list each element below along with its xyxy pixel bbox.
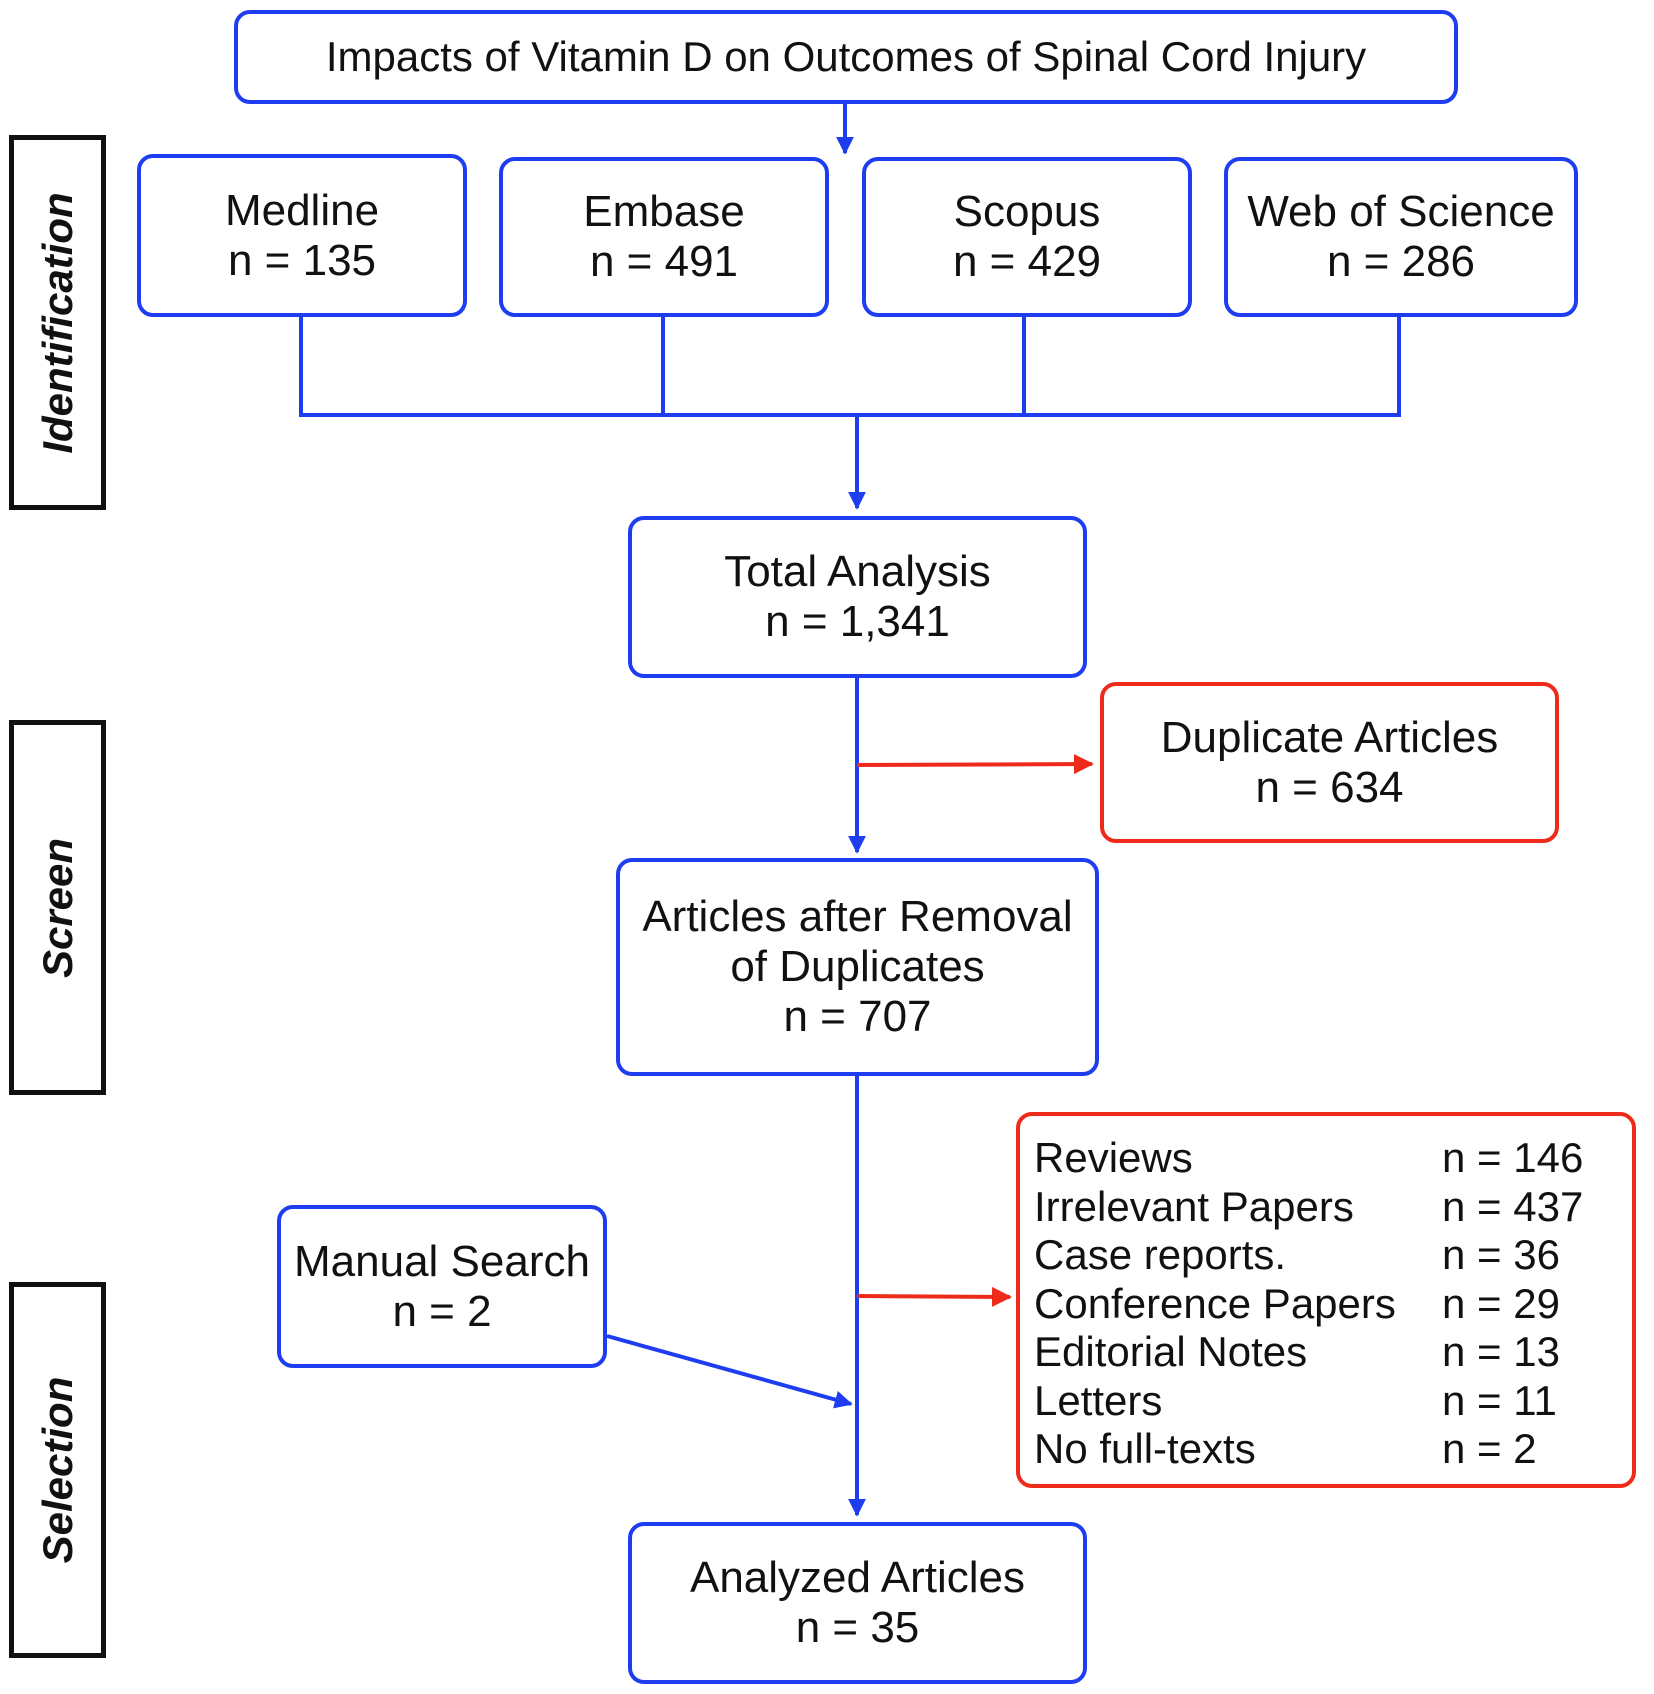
source-count: n = 135 [227, 235, 377, 285]
exclusion-label: Conference Papers [1034, 1279, 1396, 1327]
exclusion-row: Reviews n = 146 [1034, 1134, 1632, 1183]
total-label: Total Analysis [724, 547, 991, 596]
analyzed-count: n = 35 [795, 1603, 920, 1652]
duplicates-count: n = 634 [1255, 762, 1404, 812]
exclusion-label: Reviews [1034, 1134, 1193, 1181]
stage-label: Screen [33, 837, 81, 978]
total-analysis-box: Total Analysis n = 1,341 [628, 516, 1087, 678]
exclusion-row: Case reports. n = 36 [1034, 1231, 1632, 1280]
duplicates-box: Duplicate Articles n = 634 [1100, 682, 1559, 843]
exclusion-count: n = 146 [1442, 1134, 1584, 1181]
exclusion-row: Editorial Notes n = 13 [1034, 1328, 1632, 1377]
source-box-web-of-science: Web of Science n = 286 [1224, 157, 1578, 317]
manual-search-label: Manual Search [294, 1236, 590, 1286]
analyzed-label: Analyzed Articles [689, 1553, 1026, 1602]
total-count: n = 1,341 [765, 597, 950, 646]
exclusion-row: Letters n = 11 [1034, 1377, 1632, 1426]
source-box-scopus: Scopus n = 429 [862, 157, 1192, 317]
analyzed-articles-box: Analyzed Articles n = 35 [628, 1522, 1087, 1684]
stage-label: Identification [33, 191, 81, 454]
source-name: Medline [224, 185, 380, 235]
exclusion-count: n = 36 [1442, 1231, 1560, 1278]
exclusion-count: n = 437 [1442, 1182, 1584, 1230]
arrow-to-duplicates [856, 754, 1094, 775]
exclusion-row: Irrelevant Papers n = 437 [1034, 1183, 1632, 1232]
exclusion-row: Conference Papers n = 29 [1034, 1280, 1632, 1329]
after-removal-box: Articles after Removal of Duplicates n =… [616, 858, 1099, 1076]
arrow-manual-search-to-main [606, 1334, 853, 1409]
stage-screen: Screen [9, 720, 106, 1095]
exclusion-count: n = 11 [1442, 1376, 1557, 1424]
after-removal-label-line2: of Duplicates [730, 942, 985, 991]
after-removal-label-line1: Articles after Removal [642, 892, 1073, 941]
exclusion-label: No full-texts [1034, 1425, 1256, 1472]
source-name: Embase [583, 187, 745, 236]
source-box-medline: Medline n = 135 [137, 154, 467, 317]
exclusion-label: Irrelevant Papers [1034, 1182, 1354, 1230]
source-count: n = 429 [952, 237, 1102, 286]
source-count: n = 286 [1326, 237, 1476, 286]
stage-identification: Identification [9, 135, 106, 510]
diagram-title: Impacts of Vitamin D on Outcomes of Spin… [325, 33, 1367, 80]
stage-label: Selection [33, 1376, 81, 1564]
stage-selection: Selection [9, 1282, 106, 1658]
exclusion-count: n = 13 [1442, 1328, 1560, 1375]
exclusion-row: No full-texts n = 2 [1034, 1425, 1632, 1474]
after-removal-count: n = 707 [783, 992, 932, 1041]
manual-search-count: n = 2 [392, 1286, 492, 1336]
exclusion-label: Letters [1034, 1376, 1163, 1424]
exclusion-count: n = 2 [1442, 1425, 1537, 1472]
arrow-to-exclusions [856, 1286, 1012, 1307]
manual-search-box: Manual Search n = 2 [277, 1205, 607, 1368]
exclusion-count: n = 29 [1442, 1279, 1560, 1327]
source-name: Scopus [953, 187, 1101, 236]
source-count: n = 491 [589, 237, 739, 286]
exclusion-label: Editorial Notes [1034, 1328, 1308, 1375]
title-box: Impacts of Vitamin D on Outcomes of Spin… [234, 10, 1458, 104]
duplicates-label: Duplicate Articles [1160, 712, 1499, 762]
exclusion-label: Case reports. [1034, 1231, 1287, 1278]
source-name: Web of Science [1247, 187, 1555, 236]
source-box-embase: Embase n = 491 [499, 157, 829, 317]
exclusions-box: Reviews n = 146 Irrelevant Papers n = 43… [1016, 1112, 1636, 1488]
